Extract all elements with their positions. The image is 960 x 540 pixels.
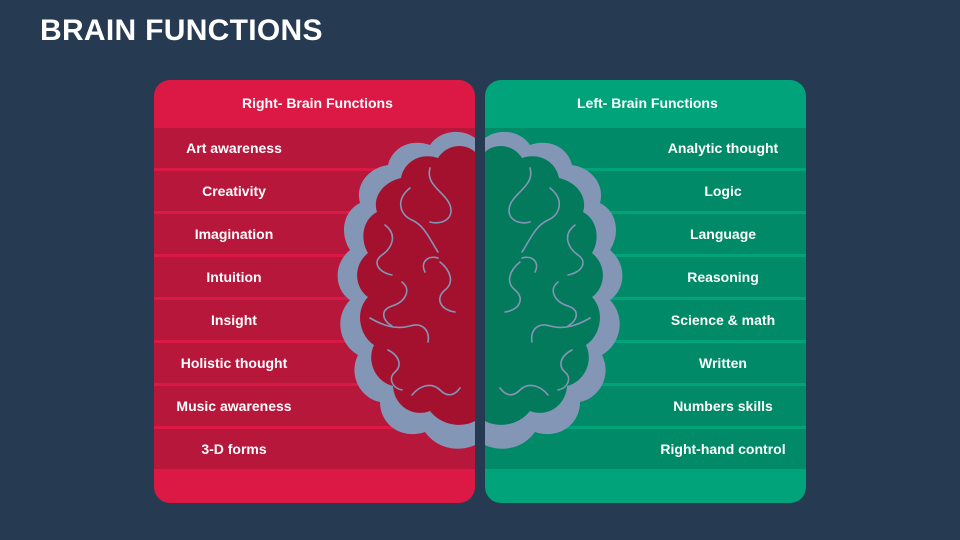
right-brain-header-label: Right- Brain Functions — [242, 95, 393, 111]
left-brain-item: Written — [485, 343, 806, 383]
right-brain-item-label: Insight — [211, 312, 257, 328]
left-brain-item-label: Logic — [704, 183, 742, 199]
right-brain-item-label: 3-D forms — [201, 441, 267, 457]
right-brain-item-label: Imagination — [194, 226, 274, 242]
right-brain-item-label: Creativity — [202, 183, 266, 199]
left-brain-item-label: Right-hand control — [660, 441, 786, 457]
right-brain-item: Insight — [154, 300, 475, 340]
page-title: BRAIN FUNCTIONS — [40, 14, 323, 47]
right-brain-panel: Right- Brain Functions Art awareness Cre… — [154, 80, 475, 503]
right-brain-item: 3-D forms — [154, 429, 475, 469]
left-brain-item-label: Language — [689, 226, 757, 242]
left-brain-item: Science & math — [485, 300, 806, 340]
right-brain-item: Intuition — [154, 257, 475, 297]
left-brain-header: Left- Brain Functions — [485, 80, 806, 126]
left-brain-item-label: Written — [699, 355, 747, 371]
left-brain-item-label: Reasoning — [687, 269, 759, 285]
right-brain-item-label: Holistic thought — [180, 355, 288, 371]
right-brain-item: Imagination — [154, 214, 475, 254]
left-brain-item-label: Numbers skills — [673, 398, 773, 414]
left-brain-item-label: Science & math — [670, 312, 776, 328]
left-brain-panel: Left- Brain Functions Analytic thought L… — [485, 80, 806, 503]
left-brain-item: Numbers skills — [485, 386, 806, 426]
left-brain-item: Logic — [485, 171, 806, 211]
right-brain-item: Art awareness — [154, 128, 475, 168]
right-brain-header: Right- Brain Functions — [154, 80, 475, 126]
left-brain-item: Analytic thought — [485, 128, 806, 168]
left-brain-item: Right-hand control — [485, 429, 806, 469]
right-brain-item: Music awareness — [154, 386, 475, 426]
right-brain-item: Holistic thought — [154, 343, 475, 383]
left-brain-item: Language — [485, 214, 806, 254]
left-brain-item-label: Analytic thought — [667, 140, 779, 156]
left-brain-header-label: Left- Brain Functions — [577, 95, 718, 111]
left-brain-item: Reasoning — [485, 257, 806, 297]
right-brain-item: Creativity — [154, 171, 475, 211]
right-brain-item-label: Art awareness — [186, 140, 282, 156]
right-brain-item-label: Intuition — [206, 269, 262, 285]
right-brain-item-label: Music awareness — [176, 398, 292, 414]
